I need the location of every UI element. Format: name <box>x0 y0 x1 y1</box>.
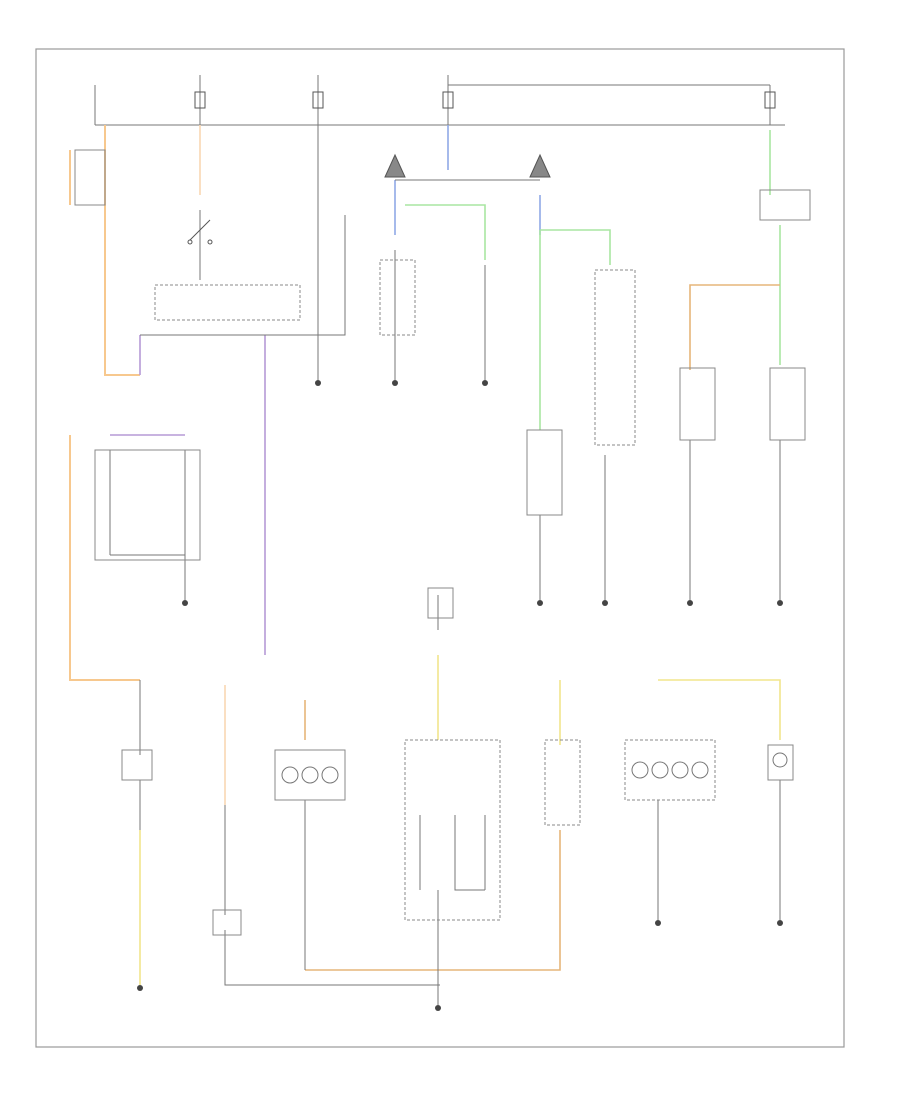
fuse-2 <box>312 91 324 109</box>
light-orange-wire <box>199 125 226 805</box>
components-solid <box>74 149 811 936</box>
ground-symbols <box>137 380 783 1011</box>
lamp-bulbs <box>281 752 788 784</box>
fuse-3 <box>442 91 454 109</box>
diagram-frame <box>35 48 845 1048</box>
power-bus <box>94 75 785 126</box>
violet-wire <box>110 335 266 655</box>
warning-triangle-icon <box>384 153 551 178</box>
orange-wire-left <box>69 125 140 681</box>
grey-wires <box>109 125 781 1005</box>
fuse-1 <box>194 91 206 109</box>
blue-wire <box>394 125 541 235</box>
yellow-wire <box>139 655 781 985</box>
fuse-4 <box>764 91 776 109</box>
tan-wire <box>304 284 780 971</box>
switch-icon <box>187 219 213 245</box>
green-wire <box>405 130 781 430</box>
components <box>154 259 716 921</box>
